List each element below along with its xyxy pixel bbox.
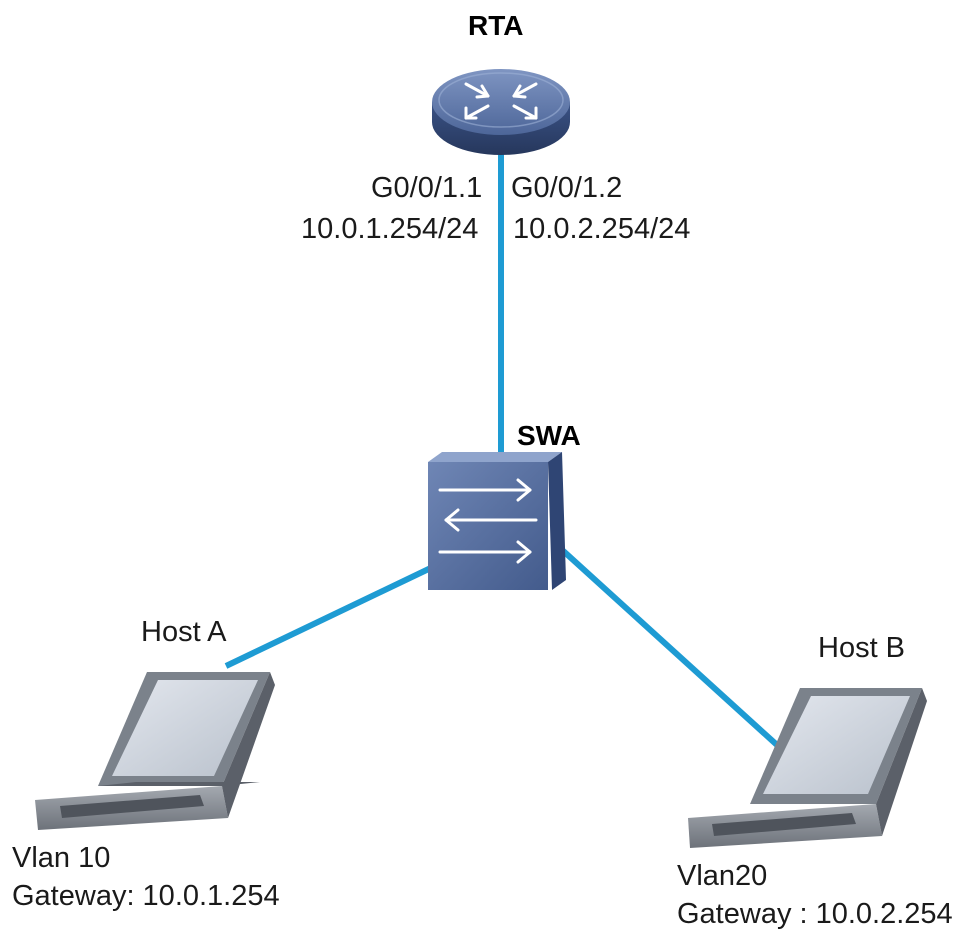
router-icon: [432, 69, 570, 155]
host-b-vlan: Vlan20: [677, 860, 768, 892]
interface-right-name: G0/0/1.2: [511, 172, 623, 204]
interface-right-ip: 10.0.2.254/24: [513, 213, 691, 245]
host-b-name: Host B: [818, 632, 906, 664]
host-a-gateway: Gateway: 10.0.1.254: [12, 880, 280, 912]
link-swa-hostb: [557, 545, 780, 748]
switch-name: SWA: [517, 420, 581, 451]
interface-left-ip: 10.0.1.254/24: [301, 213, 479, 245]
laptop-icon: [35, 672, 275, 830]
host-a-name: Host A: [141, 616, 227, 648]
router-name: RTA: [468, 10, 524, 41]
switch-icon: [428, 452, 566, 590]
link-swa-hosta: [224, 562, 439, 669]
laptop-icon: [688, 688, 927, 848]
host-a-vlan: Vlan 10: [12, 842, 111, 874]
interface-left-name: G0/0/1.1: [371, 172, 483, 204]
host-b-gateway: Gateway : 10.0.2.254: [677, 898, 953, 930]
